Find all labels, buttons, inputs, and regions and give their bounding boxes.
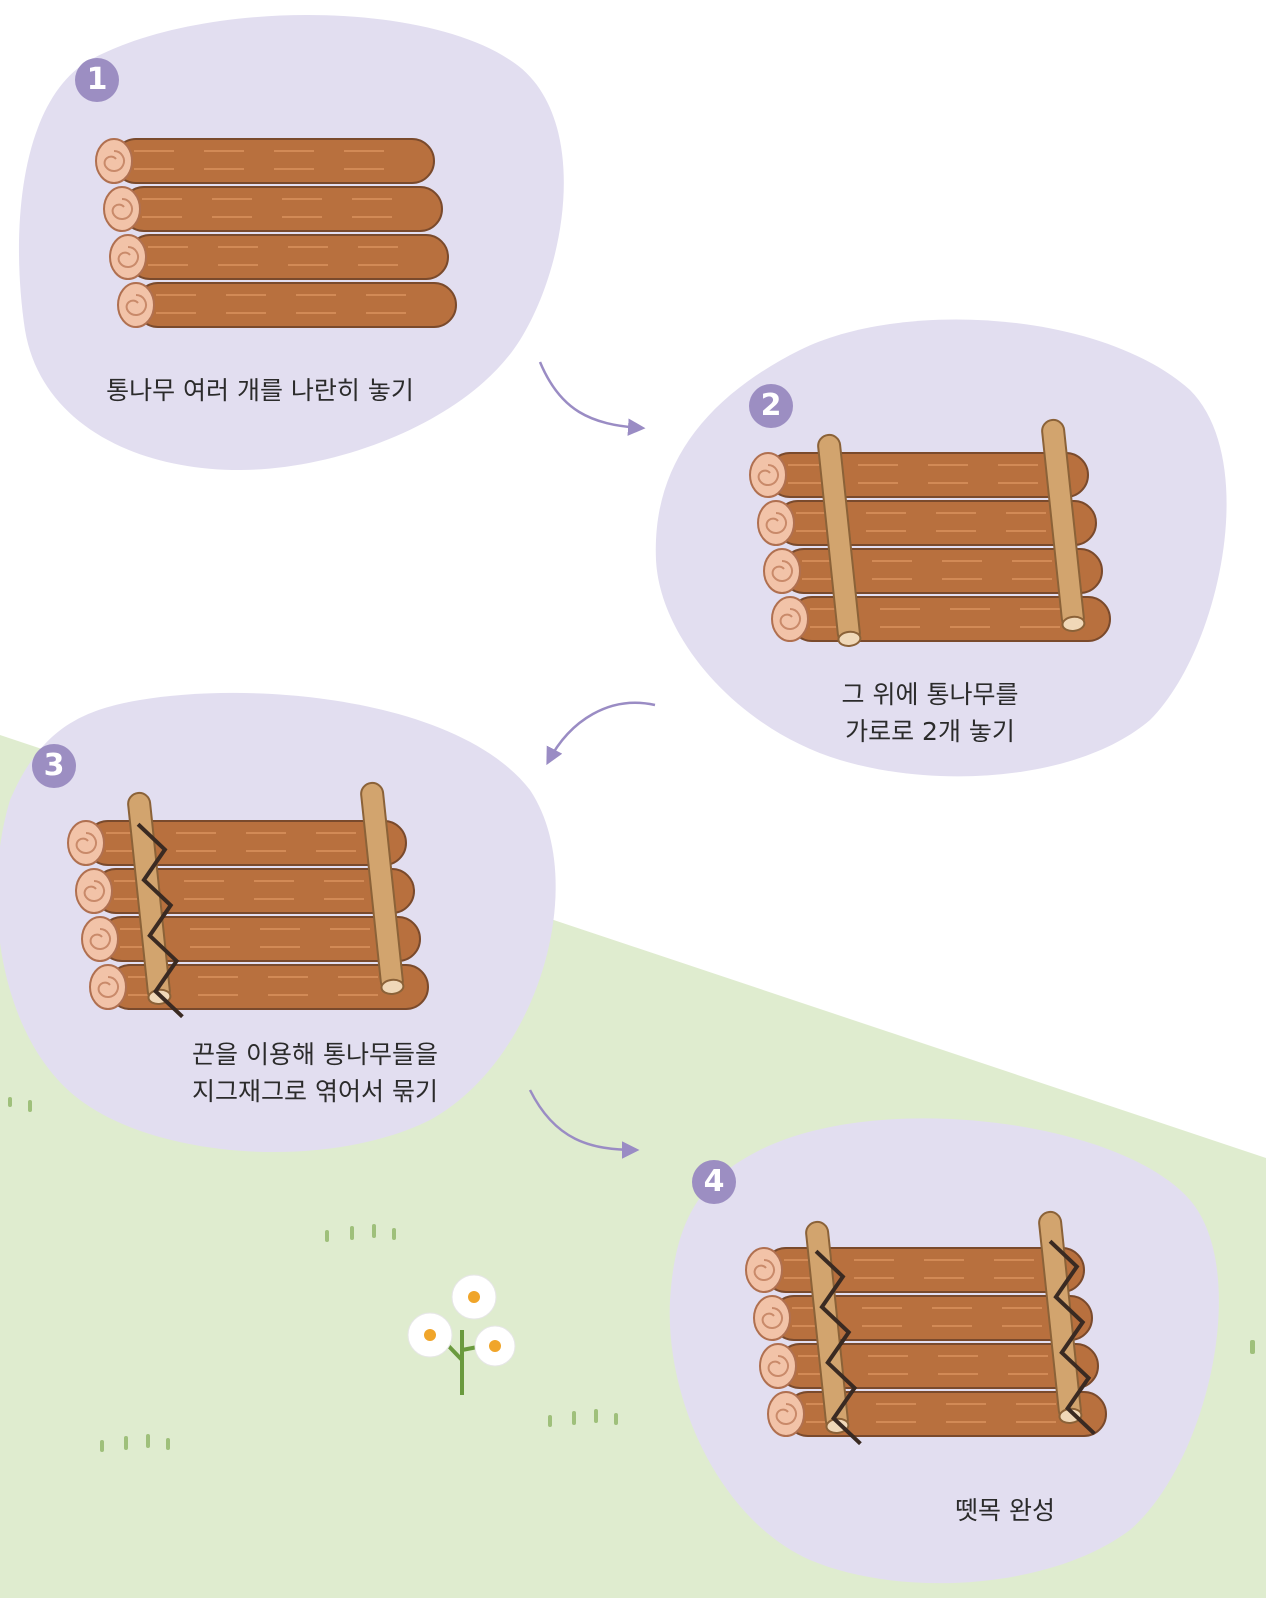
arrow-step2-to-step3 — [548, 703, 655, 762]
step-3-caption-line-1: 끈을 이용해 통나무들을 — [150, 1036, 480, 1073]
step-3-caption: 끈을 이용해 통나무들을 지그재그로 엮어서 묶기 — [150, 1036, 480, 1110]
step-2-caption-line-1: 그 위에 통나무를 — [780, 676, 1080, 713]
step-1-caption: 통나무 여러 개를 나란히 놓기 — [80, 372, 440, 409]
step-1-number-badge: 1 — [75, 58, 119, 102]
arrow-step1-to-step2 — [540, 362, 642, 428]
step-2-number-badge: 2 — [749, 384, 793, 428]
step-2-caption: 그 위에 통나무를 가로로 2개 놓기 — [780, 676, 1080, 750]
step-3-caption-line-2: 지그재그로 엮어서 묶기 — [150, 1073, 480, 1110]
step-1-caption-line-1: 통나무 여러 개를 나란히 놓기 — [80, 372, 440, 409]
step-2-raft-illustration — [750, 419, 1110, 647]
step-4-number-badge: 4 — [692, 1160, 736, 1204]
step-2-caption-line-2: 가로로 2개 놓기 — [780, 713, 1080, 750]
step-3-number-badge: 3 — [32, 744, 76, 788]
step-4-caption-line-1: 뗏목 완성 — [880, 1492, 1130, 1529]
step-4-caption: 뗏목 완성 — [880, 1492, 1130, 1529]
